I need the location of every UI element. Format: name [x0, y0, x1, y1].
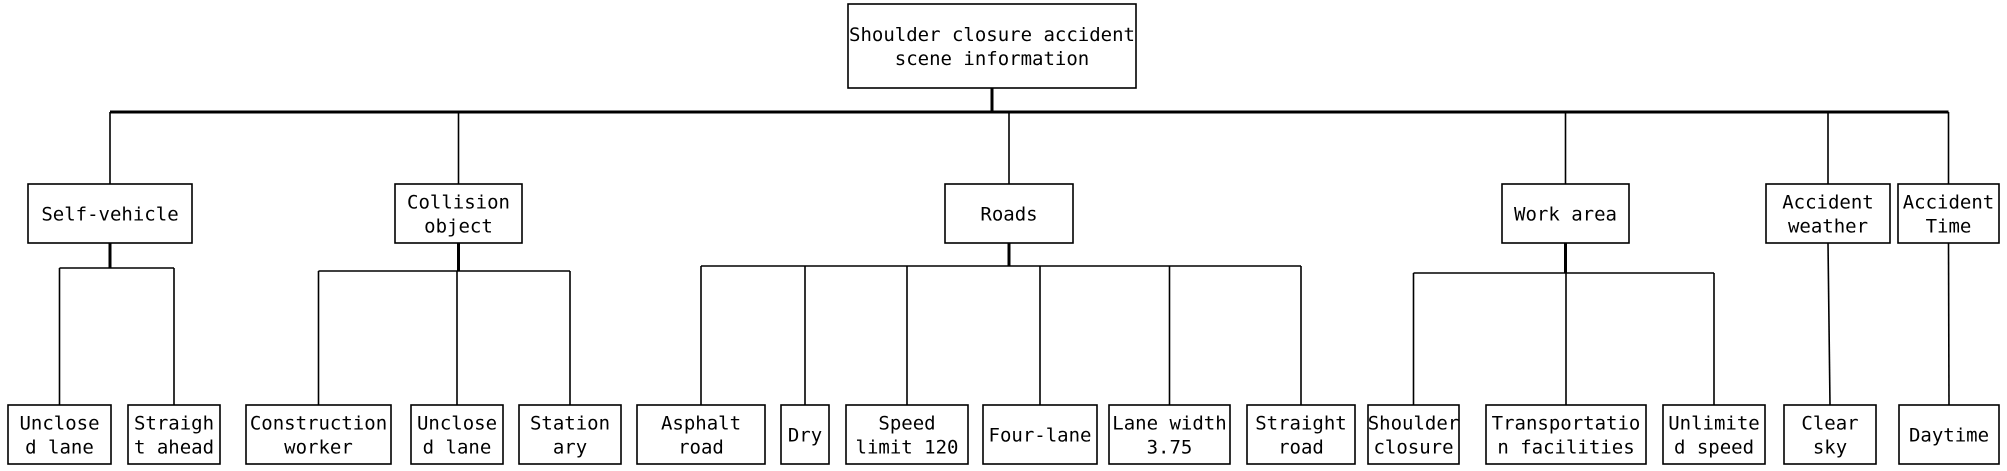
- leaf-straight-road-label: Straight: [1255, 413, 1347, 435]
- leaf-shoulder-closure-label: Shoulder: [1368, 413, 1460, 435]
- leaf-unlimited-speed-label: d speed: [1674, 437, 1754, 459]
- root-node-box: [847, 3, 1137, 89]
- category-work-area-label: Work area: [1514, 204, 1617, 226]
- category-accident-time-label: Time: [1926, 216, 1972, 238]
- leaf-transportation-facilities-label: Transportatio: [1492, 413, 1641, 435]
- category-accident-weather-box: [1765, 183, 1891, 244]
- leaf-daytime: Daytime: [1898, 404, 2000, 465]
- leaf-dry: Dry: [780, 404, 830, 465]
- leaf-four-lane: Four-lane: [982, 404, 1098, 465]
- leaf-straight-ahead: Straight ahead: [127, 404, 221, 465]
- category-collision-object-box: [394, 183, 523, 244]
- leaf-dry-box: [780, 404, 830, 465]
- leaf-asphalt-road-label: road: [678, 437, 724, 459]
- leaf-connector-accident-weather: [1827, 242, 1831, 406]
- leaf-daytime-label: Daytime: [1909, 425, 1989, 447]
- leaf-stationary-label: Station: [530, 413, 610, 435]
- leaf-clear-sky-label: Clear: [1801, 413, 1858, 435]
- category-roads-label: Roads: [980, 204, 1037, 226]
- leaf-straight-ahead-label: t ahead: [134, 437, 214, 459]
- leaf-daytime-box: [1898, 404, 2000, 465]
- leaf-shoulder-closure-box: [1367, 404, 1460, 465]
- leaf-transportation-facilities-box: [1485, 404, 1647, 465]
- leaf-lane-width-box: [1108, 404, 1231, 465]
- leaf-straight-road-label: road: [1278, 437, 1324, 459]
- leaf-speed-limit-box: [845, 404, 969, 465]
- leaf-lane-width-label: 3.75: [1147, 437, 1193, 459]
- category-work-area-box: [1501, 183, 1630, 244]
- category-accident-weather-label: weather: [1788, 216, 1868, 238]
- leaf-transportation-facilities-label: n facilities: [1497, 437, 1634, 459]
- leaf-four-lane-box: [982, 404, 1098, 465]
- leaf-lane-width-label: Lane width: [1112, 413, 1226, 435]
- leaf-unlimited-speed-label: Unlimite: [1668, 413, 1760, 435]
- leaf-clear-sky-label: sky: [1813, 437, 1847, 459]
- leaf-unlimited-speed-box: [1662, 404, 1766, 465]
- leaf-stationary-label: ary: [553, 437, 587, 459]
- leaf-straight-ahead-label: Straigh: [134, 413, 214, 435]
- root-node-label: Shoulder closure accident: [849, 24, 1135, 46]
- leaf-speed-limit-label: limit 120: [856, 437, 959, 459]
- leaf-four-lane-label: Four-lane: [989, 425, 1092, 447]
- category-roads-box: [944, 183, 1074, 244]
- leaf-straight-road-box: [1246, 404, 1356, 465]
- category-accident-time-label: Accident: [1903, 192, 1995, 214]
- leaf-unclosed-lane-2-label: Unclose: [417, 413, 497, 435]
- leaf-dry-label: Dry: [788, 425, 822, 447]
- leaf-unclosed-lane-label: d lane: [25, 437, 94, 459]
- leaf-shoulder-closure-label: closure: [1373, 437, 1453, 459]
- leaf-stationary-box: [518, 404, 622, 465]
- category-accident-time-box: [1897, 183, 2000, 244]
- category-self-vehicle-box: [27, 183, 193, 244]
- leaf-straight-ahead-box: [127, 404, 221, 465]
- leaf-connector-accident-time: [1947, 242, 1950, 406]
- category-roads: Roads: [944, 183, 1074, 244]
- category-self-vehicle: Self-vehicle: [27, 183, 193, 244]
- root-node-label: scene information: [895, 48, 1089, 70]
- category-accident-weather-label: Accident: [1782, 192, 1874, 214]
- leaf-unclosed-lane-box: [7, 404, 112, 465]
- leaf-construction-worker-label: Construction: [250, 413, 387, 435]
- leaf-construction-worker-label: worker: [284, 437, 353, 459]
- category-self-vehicle-label: Self-vehicle: [41, 204, 178, 226]
- category-collision-object-label: object: [424, 216, 493, 238]
- leaf-unclosed-lane-label: Unclose: [19, 413, 99, 435]
- leaf-unclosed-lane-2-box: [410, 404, 504, 465]
- leaf-asphalt-road-label: Asphalt: [661, 413, 741, 435]
- leaf-construction-worker-box: [245, 404, 392, 465]
- leaf-clear-sky-box: [1783, 404, 1877, 465]
- leaf-asphalt-road-box: [636, 404, 766, 465]
- category-collision-object-label: Collision: [407, 192, 510, 214]
- category-work-area: Work area: [1501, 183, 1630, 244]
- leaf-speed-limit-label: Speed: [878, 413, 935, 435]
- leaf-unclosed-lane-2-label: d lane: [423, 437, 492, 459]
